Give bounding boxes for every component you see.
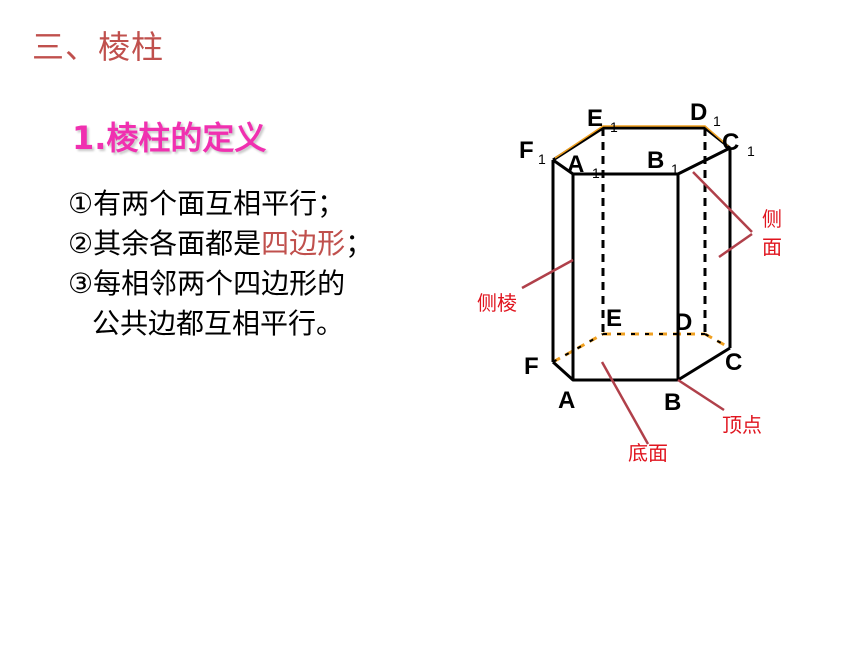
vertex-label-B: B	[664, 389, 681, 416]
hidden-edge-FE-dark	[552, 333, 604, 363]
vertex-sub-A1: 1	[592, 165, 600, 181]
base-front-edges	[551, 346, 731, 382]
vertex-label-B1: B	[647, 147, 664, 174]
vertex-label-F: F	[524, 353, 539, 380]
leader-side-edge	[521, 258, 574, 290]
definition-line-1: ①有两个面互相平行；	[68, 187, 346, 220]
definition-line-2-end: ；	[345, 227, 374, 260]
page-title: 三、棱柱	[32, 28, 165, 66]
vertex-sub-D1: 1	[713, 113, 721, 129]
hidden-edge-DC-dark	[704, 333, 731, 349]
vertex-label-E: E	[606, 305, 622, 332]
vertex-label-C: C	[725, 349, 742, 376]
top-back-edges	[552, 126, 731, 162]
label-side-face-1: 侧	[762, 207, 782, 231]
vertex-label-A: A	[558, 387, 575, 414]
definition-line-2-text: ②其余各面都是	[68, 227, 262, 260]
vertex-sub-E1: 1	[610, 119, 618, 135]
vertex-sub-B1: 1	[671, 161, 679, 177]
vertex-label-D1: D	[690, 99, 707, 126]
vertex-label-D: D	[675, 309, 692, 336]
top-back-accent	[554, 125, 729, 159]
label-side-face-2: 面	[762, 235, 782, 259]
highlight-quadrilateral: 四边形	[261, 227, 346, 260]
label-side-edge: 侧棱	[477, 291, 517, 315]
leader-side-face-1	[692, 171, 753, 233]
section-heading: 1.棱柱的定义	[72, 119, 267, 157]
vertex-sub-C1: 1	[747, 143, 755, 159]
vertex-label-C1: C	[722, 129, 739, 156]
top-front-edges	[552, 146, 731, 176]
vertex-sub-F1: 1	[538, 151, 546, 167]
label-base: 底面	[628, 441, 668, 465]
definition-line-3: ③每相邻两个四边形的	[68, 267, 346, 300]
leader-base	[600, 361, 650, 445]
leader-side-face-2	[718, 232, 753, 259]
vertex-label-F1: F	[519, 137, 534, 164]
leader-vertex	[677, 378, 725, 412]
definition-line-4: 公共边都互相平行。	[92, 307, 345, 340]
definition-line-2: ②其余各面都是四边形；	[68, 230, 373, 258]
vertex-label-A1: A	[567, 151, 584, 178]
vertex-label-E1: E	[587, 105, 603, 132]
label-vertex: 顶点	[722, 413, 762, 437]
